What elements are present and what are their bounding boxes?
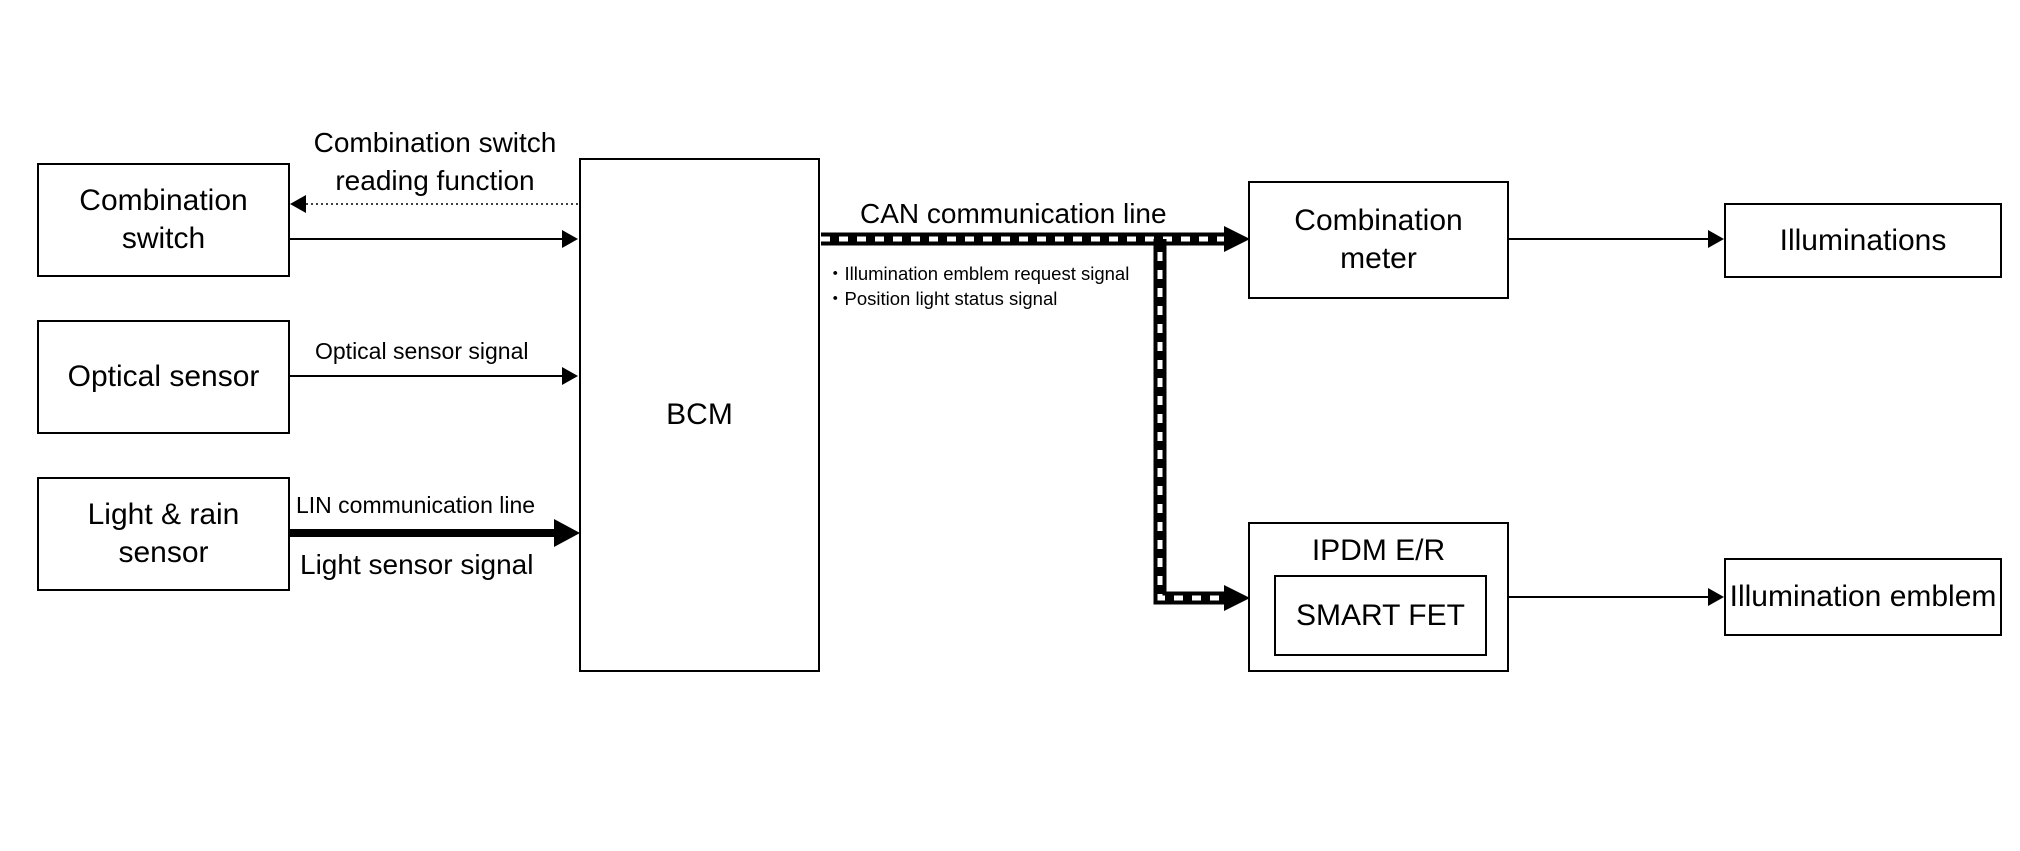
illumination-emblem-block: Illumination emblem [1724,558,2002,636]
combination-switch-block: Combination switch [37,163,290,277]
illumination-emblem-request-signal-label: ・Illumination emblem request signal [826,263,1130,284]
position-light-status-signal-label: ・Position light status signal [826,288,1058,309]
optical-sensor-signal-label: Optical sensor signal [315,338,529,364]
lin-communication-line-label: LIN communication line [296,492,536,518]
ipdm-er-label: IPDM E/R [1311,534,1446,567]
lin-communication-line-arrow [289,519,580,547]
illuminations-block: Illuminations [1724,203,2002,278]
combination-meter-block: Combination meter [1248,181,1509,299]
meter-to-illuminations-arrow [1508,230,1724,248]
optical-sensor-block: Optical sensor [37,320,290,434]
ipdm-to-illumination-emblem-arrow [1508,588,1724,606]
combination-switch-reading-label: Combination switch reading function [313,127,557,196]
light-sensor-signal-label: Light sensor signal [300,549,534,580]
bcm-block: BCM [579,158,820,672]
can-line-to-ipdm [1153,239,1250,611]
light-rain-sensor-block: Light & rain sensor [37,477,290,591]
optical-sensor-signal-arrow [289,367,578,385]
can-communication-line-label: CAN communication line [860,198,1167,229]
combination-switch-to-bcm-arrow [289,230,578,248]
smart-fet-block: SMART FET [1274,575,1487,656]
combination-switch-reading-arrow [290,195,578,213]
